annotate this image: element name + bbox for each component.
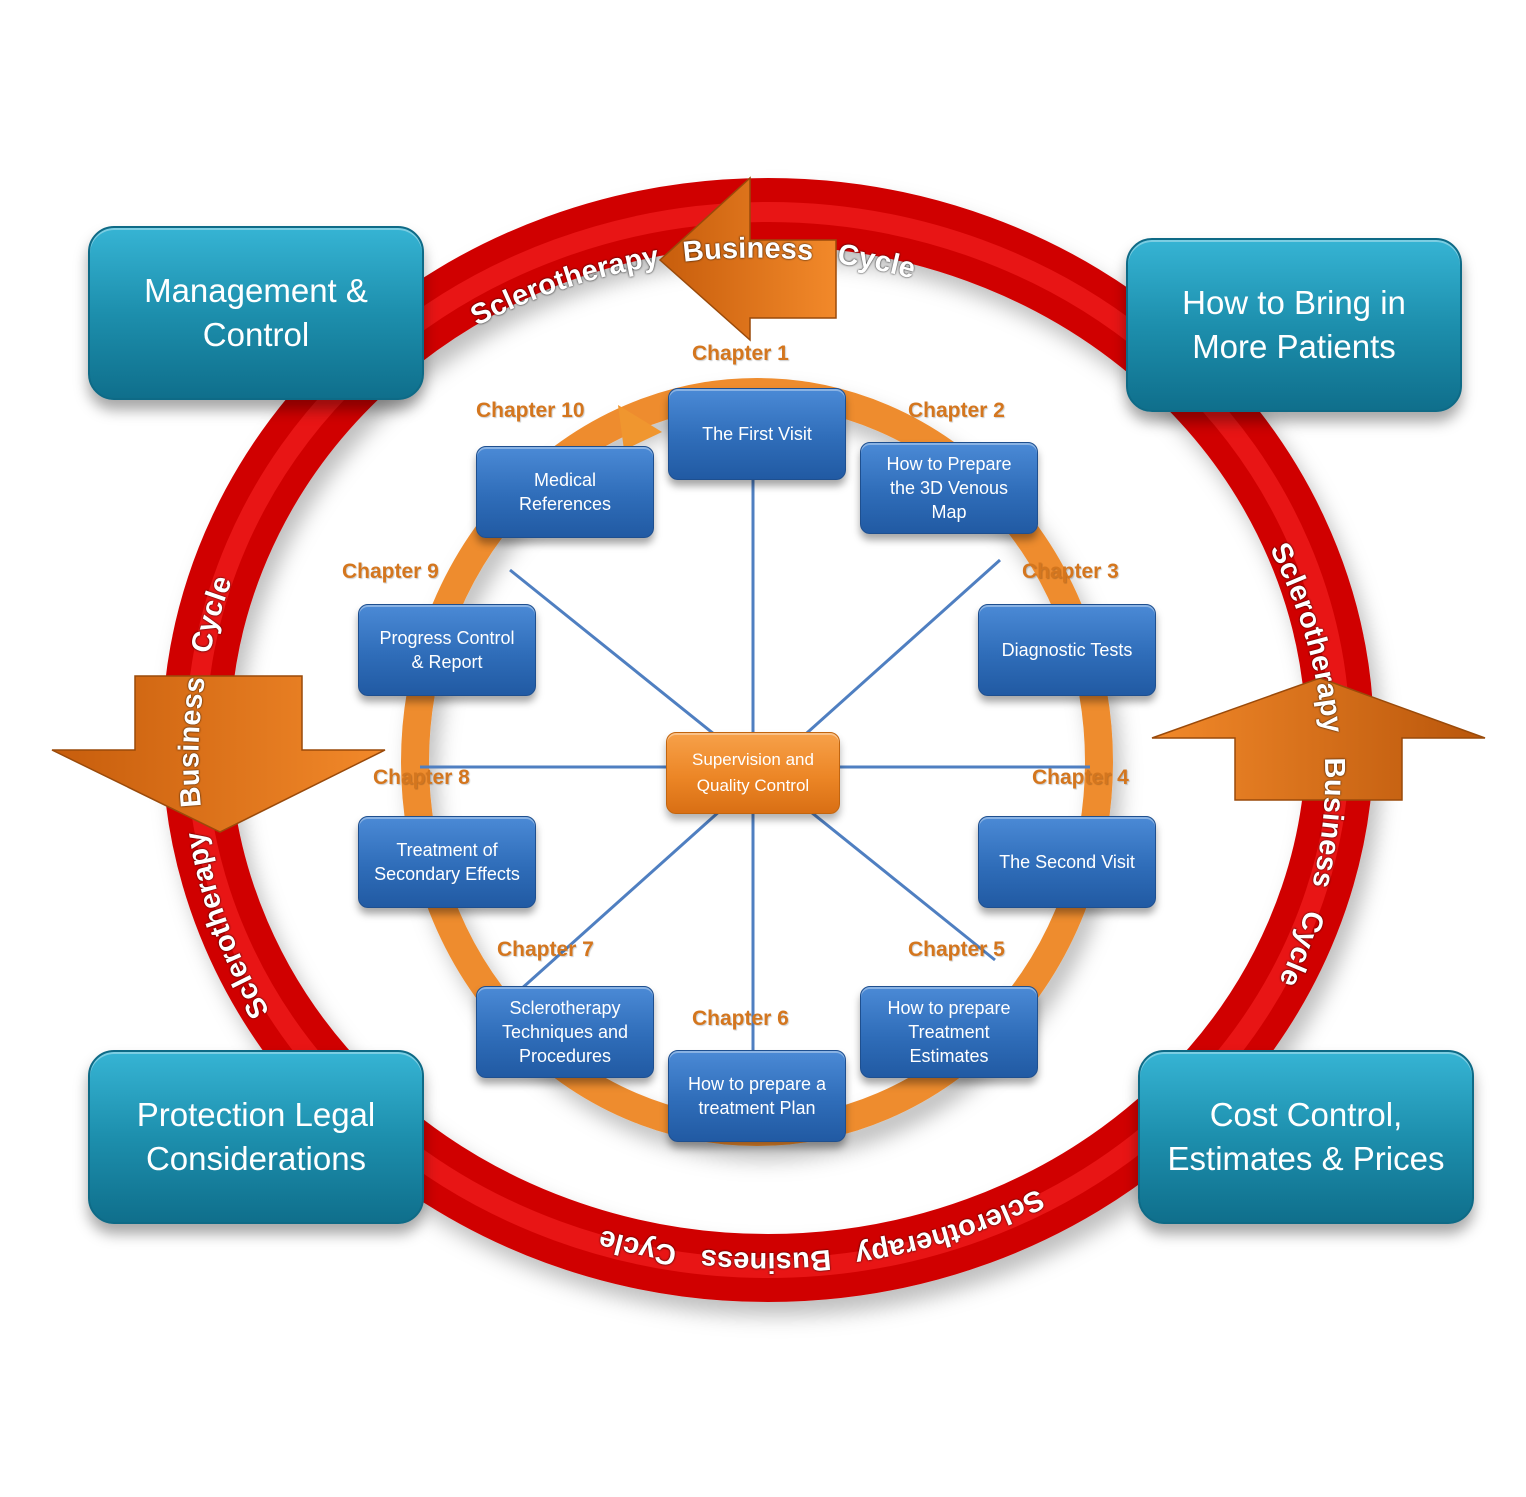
chapter-1-box[interactable]: The First Visit <box>668 388 846 480</box>
chapter-6-box[interactable]: How to prepare a treatment Plan <box>668 1050 846 1142</box>
chapter-1-label: Chapter 1 <box>692 342 789 365</box>
arrow-up-right <box>1151 677 1486 801</box>
chapter-7-box[interactable]: Sclerotherapy Techniques and Procedures <box>476 986 654 1078</box>
corner-cost-control[interactable]: Cost Control, Estimates & Prices <box>1138 1050 1474 1224</box>
chapter-4-label: Chapter 4 <box>1032 766 1129 789</box>
chapter-2-label: Chapter 2 <box>908 399 1005 422</box>
chapter-8-label: Chapter 8 <box>373 766 470 789</box>
chapter-9-label: Chapter 9 <box>342 560 439 583</box>
chapter-10-box[interactable]: Medical References <box>476 446 654 538</box>
chapter-7-label: Chapter 7 <box>497 938 594 961</box>
corner-bring-patients[interactable]: How to Bring in More Patients <box>1126 238 1462 412</box>
chapter-9-box[interactable]: Progress Control & Report <box>358 604 536 696</box>
chapter-10-label: Chapter 10 <box>476 399 585 422</box>
chapter-4-box[interactable]: The Second Visit <box>978 816 1156 908</box>
arrow-left-top <box>658 176 837 342</box>
inner-ring-arrowhead <box>618 405 662 450</box>
chapter-3-label: Chapter 3 <box>1022 560 1119 583</box>
chapter-6-label: Chapter 6 <box>692 1007 789 1030</box>
chapter-5-label: Chapter 5 <box>908 938 1005 961</box>
chapter-8-box[interactable]: Treatment of Secondary Effects <box>358 816 536 908</box>
chapter-2-box[interactable]: How to Prepare the 3D Venous Map <box>860 442 1038 534</box>
center-supervision[interactable]: Supervision and Quality Control <box>666 732 840 814</box>
chapter-5-box[interactable]: How to prepare Treatment Estimates <box>860 986 1038 1078</box>
corner-legal[interactable]: Protection Legal Considerations <box>88 1050 424 1224</box>
corner-management-control[interactable]: Management & Control <box>88 226 424 400</box>
arrow-down-left <box>51 675 386 833</box>
chapter-3-box[interactable]: Diagnostic Tests <box>978 604 1156 696</box>
